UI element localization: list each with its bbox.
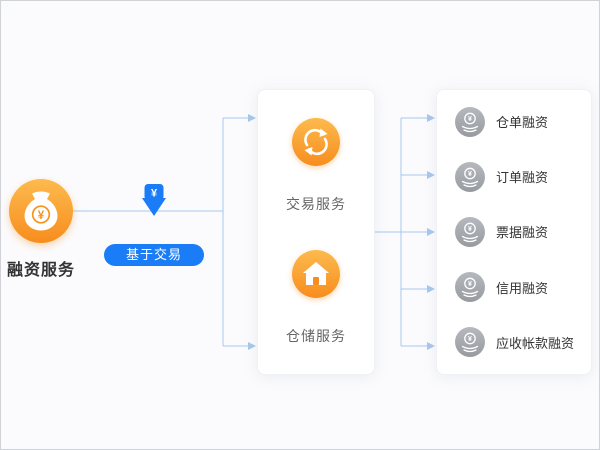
financing-item-order: ¥ 订单融资	[437, 161, 591, 192]
service-item-trade: 交易服务	[286, 118, 346, 214]
financing-item-warehouse-receipt: ¥ 仓单融资	[437, 106, 591, 137]
coins-icon: ¥	[455, 272, 485, 303]
services-card: 交易服务 仓储服务	[257, 89, 375, 375]
coins-icon: ¥	[455, 161, 485, 192]
service-item-label: 交易服务	[286, 196, 346, 212]
service-item-label: 仓储服务	[286, 328, 346, 344]
financing-item-receivables: ¥ 应收帐款融资	[437, 327, 591, 358]
warehouse-home-icon	[292, 250, 340, 298]
financing-item-credit: ¥ 信用融资	[437, 272, 591, 303]
money-bag-icon: ¥	[9, 179, 73, 243]
financing-item-label: 仓单融资	[496, 115, 549, 131]
coins-icon: ¥	[455, 327, 485, 358]
financing-item-label: 订单融资	[496, 170, 549, 186]
yen-download-arrow-icon: ¥	[139, 183, 169, 221]
svg-text:¥: ¥	[468, 171, 472, 178]
svg-text:¥: ¥	[468, 116, 472, 123]
service-item-warehouse: 仓储服务	[286, 250, 346, 346]
source-label: 融资服务	[6, 262, 75, 279]
svg-text:¥: ¥	[468, 336, 472, 343]
money-bag-glyph: ¥	[24, 191, 58, 231]
financing-item-label: 信用融资	[496, 280, 549, 296]
svg-text:¥: ¥	[468, 226, 472, 233]
svg-text:¥: ¥	[151, 188, 158, 200]
coins-icon: ¥	[455, 216, 485, 247]
financing-item-label: 应收帐款融资	[496, 335, 575, 351]
connector-badge: 基于交易	[104, 244, 204, 266]
svg-text:¥: ¥	[38, 210, 45, 222]
svg-text:¥: ¥	[468, 281, 472, 288]
coins-icon: ¥	[455, 106, 485, 137]
financing-item-label: 票据融资	[496, 225, 549, 241]
financing-item-bill: ¥ 票据融资	[437, 216, 591, 247]
exchange-arrows-icon	[292, 118, 340, 166]
financing-products-card: ¥ 仓单融资 ¥ 订单融资 ¥	[436, 89, 592, 375]
